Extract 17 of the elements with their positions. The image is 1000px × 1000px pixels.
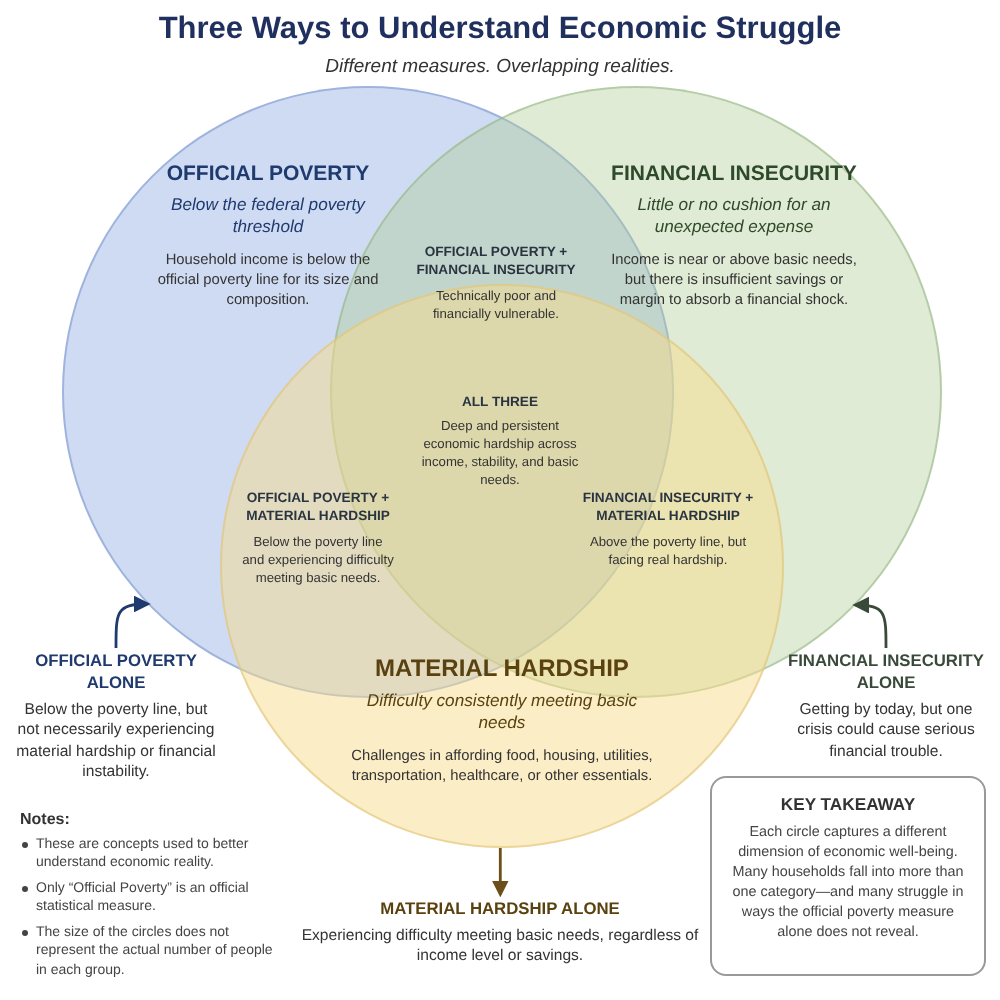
notes-heading: Notes: [20,810,72,828]
arrow [491,848,509,898]
circle-subtitle: Little or no cushion for an unexpected expense [635,194,833,239]
takeaway-box [710,776,986,976]
arrow [852,597,888,648]
circle-subtitle: Below the federal poverty threshold [169,194,368,239]
circle-subtitle: Difficulty consistently meeting basic needs [364,690,640,735]
circle-heading: OFFICIAL POVERTY [164,162,372,186]
box-heading: KEY TAKEAWAY [778,794,918,814]
arrow [114,595,151,648]
callout-heading: MATERIAL HARDSHIP ALONE [378,898,622,920]
subtitle: Different measures. Overlapping realities. [323,56,677,78]
circle-heading: FINANCIAL INSECURITY [609,162,859,186]
title: Three Ways to Understand Economic Struggle [156,12,844,48]
callout-heading: OFFICIAL POVERTY ALONE [33,650,199,694]
callout-heading: FINANCIAL INSECURITY ALONE [785,650,987,694]
circle-heading: MATERIAL HARDSHIP [373,654,631,682]
